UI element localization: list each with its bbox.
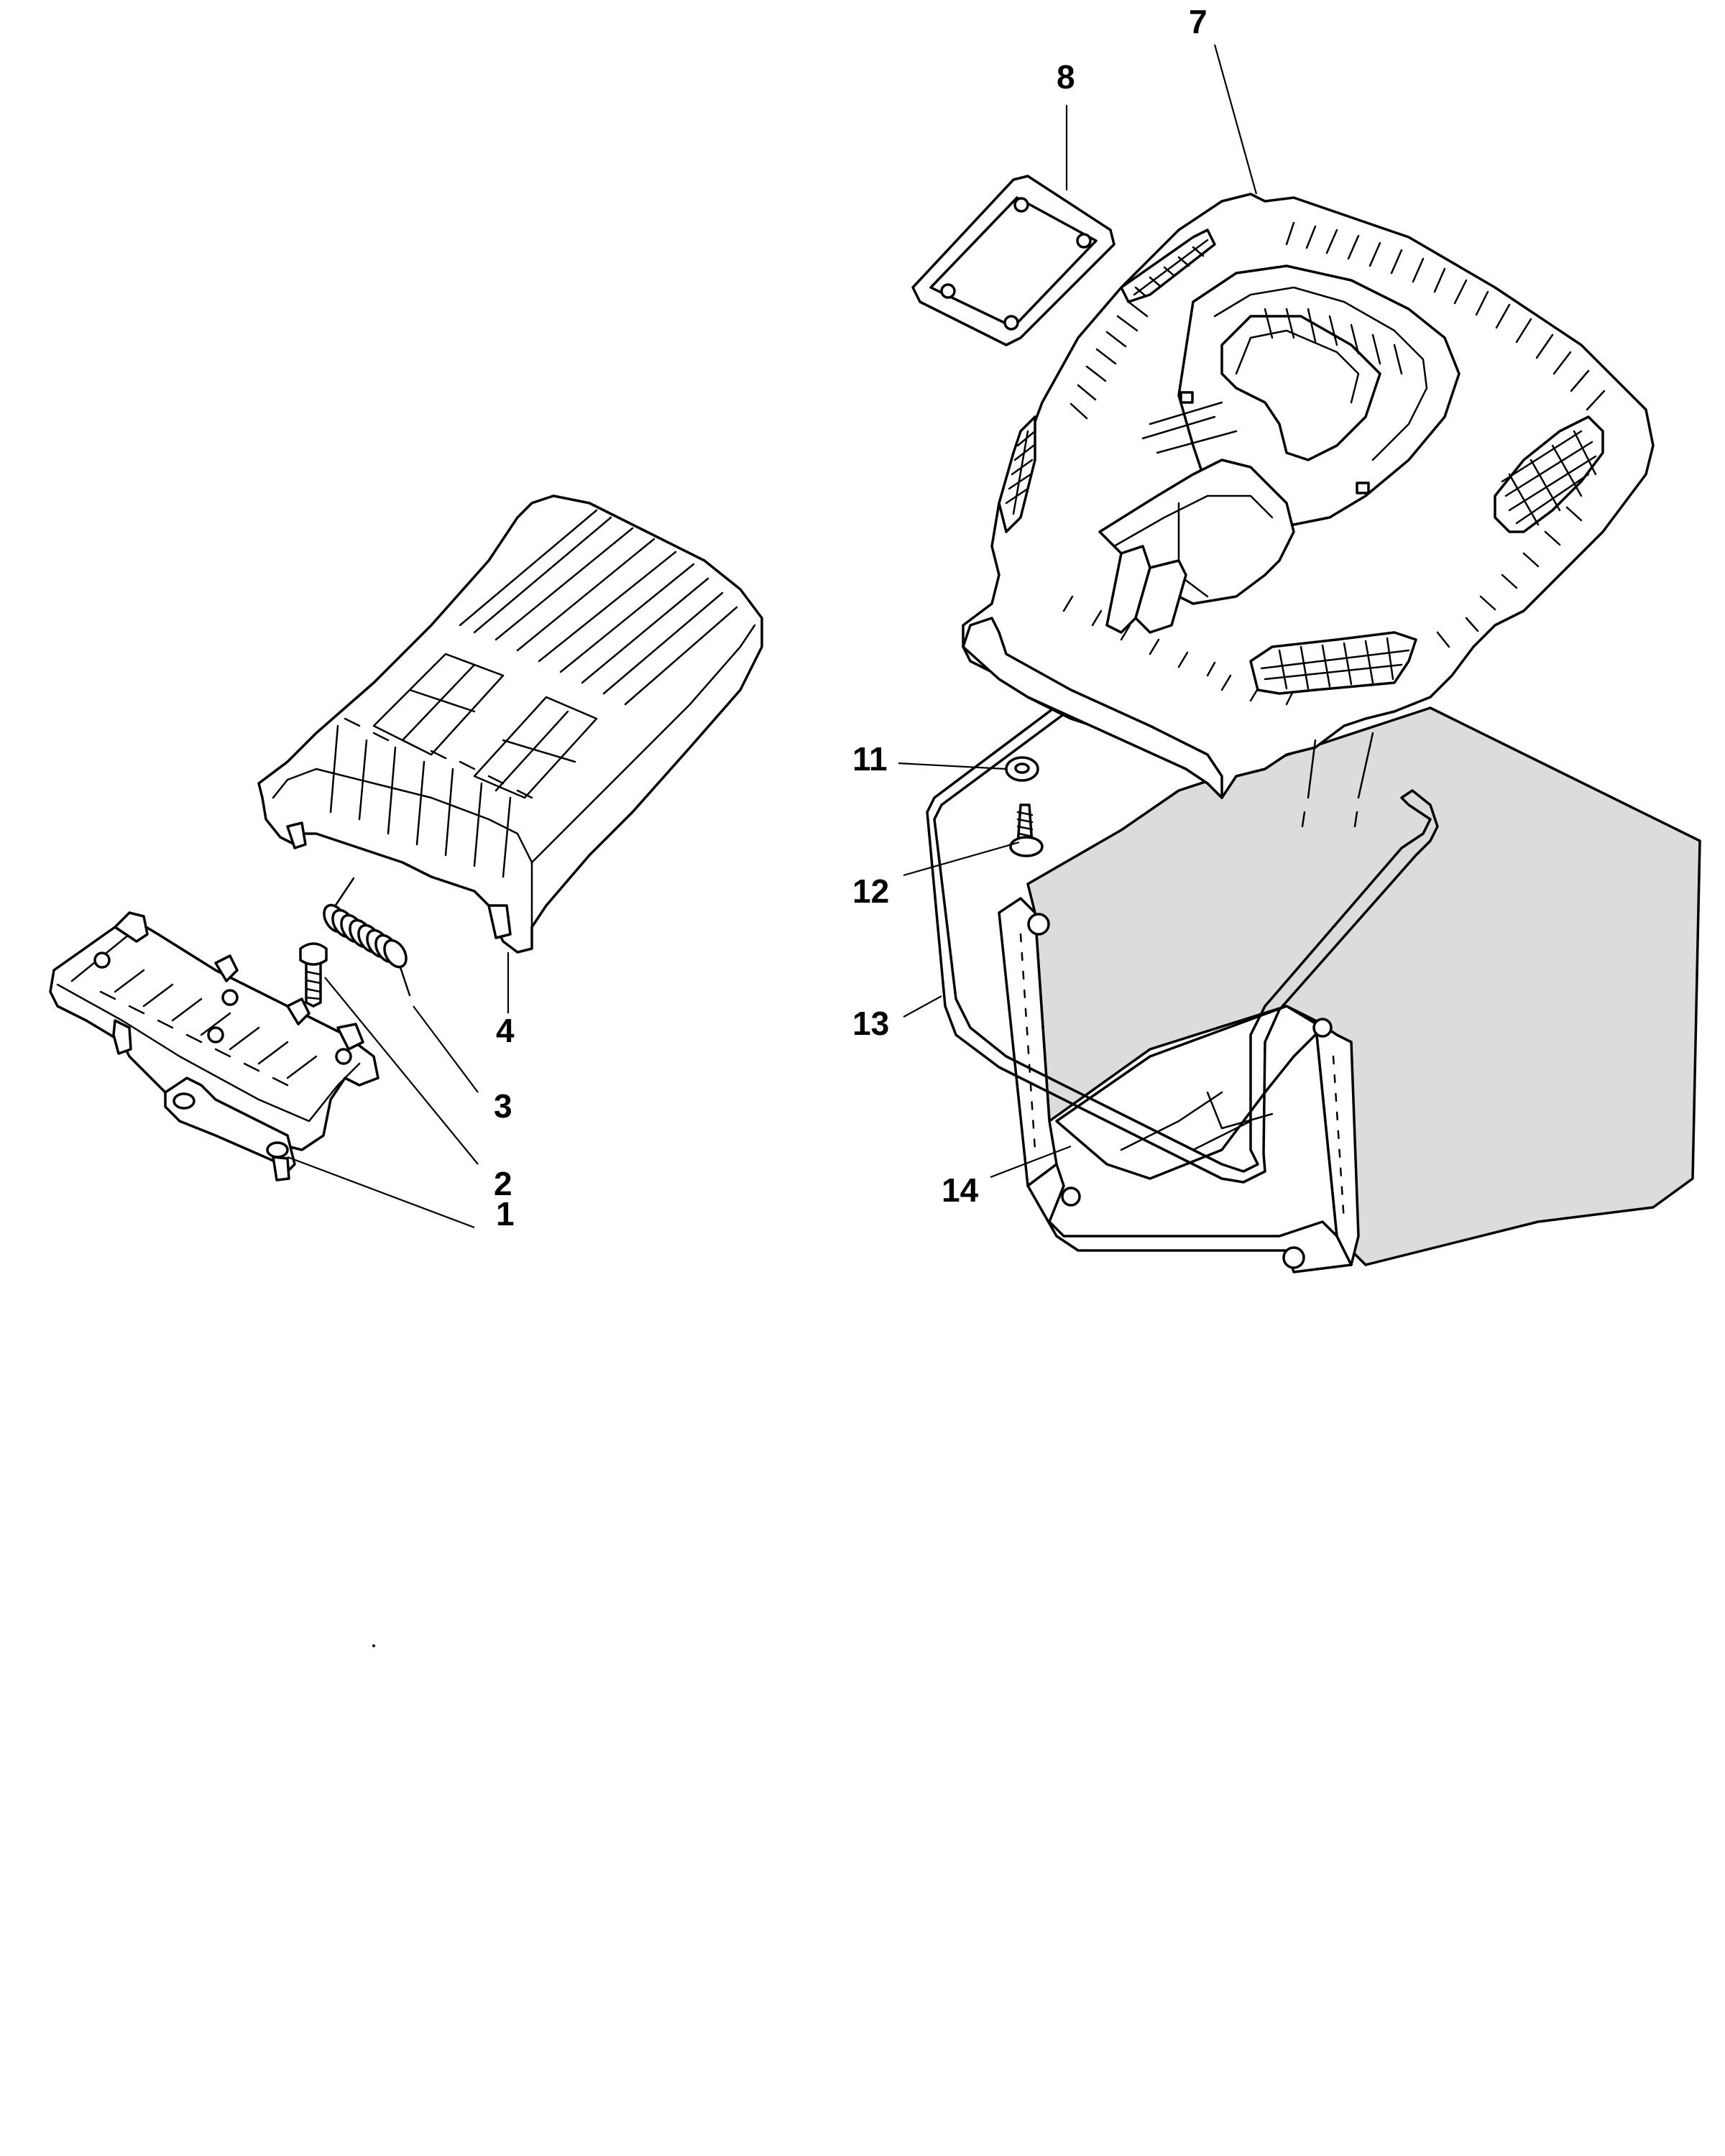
torsion-spring-coils bbox=[323, 903, 408, 969]
leader-lines bbox=[287, 44, 1258, 1229]
cover-plate-inner bbox=[929, 196, 1098, 328]
screw bbox=[299, 942, 328, 1008]
rear-flap-body bbox=[257, 494, 763, 954]
cover-plate bbox=[911, 175, 1116, 346]
grass-bag bbox=[998, 706, 1701, 1273]
vent-grille-left-upper bbox=[1120, 229, 1216, 303]
stray-dot bbox=[372, 1644, 375, 1647]
hinge-bracket bbox=[49, 911, 380, 1181]
callout-7: 7 bbox=[1189, 3, 1208, 40]
callout-12: 12 bbox=[852, 872, 889, 910]
grass-bag-top-front-lip bbox=[962, 617, 1223, 799]
self-tapping-screw bbox=[1009, 803, 1044, 857]
top-surface-ribs bbox=[1062, 221, 1606, 706]
callout-8: 8 bbox=[1057, 58, 1075, 96]
grass-bag-floor bbox=[1055, 1005, 1324, 1180]
callout-14: 14 bbox=[942, 1171, 979, 1209]
grass-bag-front-ledge bbox=[1026, 1163, 1353, 1273]
grass-bag-top bbox=[962, 193, 1655, 828]
callout-2: 2 bbox=[494, 1165, 512, 1202]
rear-flap bbox=[257, 494, 763, 954]
wire-frame bbox=[926, 688, 1439, 1184]
hinge-bracket-mount bbox=[164, 1077, 296, 1173]
callout-3: 3 bbox=[494, 1087, 512, 1125]
grass-bag-fabric-back bbox=[1026, 706, 1701, 1266]
callout-1: 1 bbox=[496, 1195, 515, 1233]
callout-13: 13 bbox=[852, 1005, 889, 1042]
vent-grille-left-side bbox=[998, 415, 1036, 533]
washer bbox=[1005, 756, 1039, 782]
vent-grille-right bbox=[1494, 415, 1604, 533]
vent-grille-front bbox=[1249, 631, 1417, 695]
callout-4: 4 bbox=[496, 1012, 515, 1049]
wire-frame-outer bbox=[926, 688, 1439, 1184]
top-handle-grip bbox=[1220, 315, 1381, 461]
torsion-spring bbox=[323, 877, 411, 997]
callout-11: 11 bbox=[852, 740, 888, 778]
grass-bag-right-front-wall bbox=[1314, 1019, 1360, 1266]
